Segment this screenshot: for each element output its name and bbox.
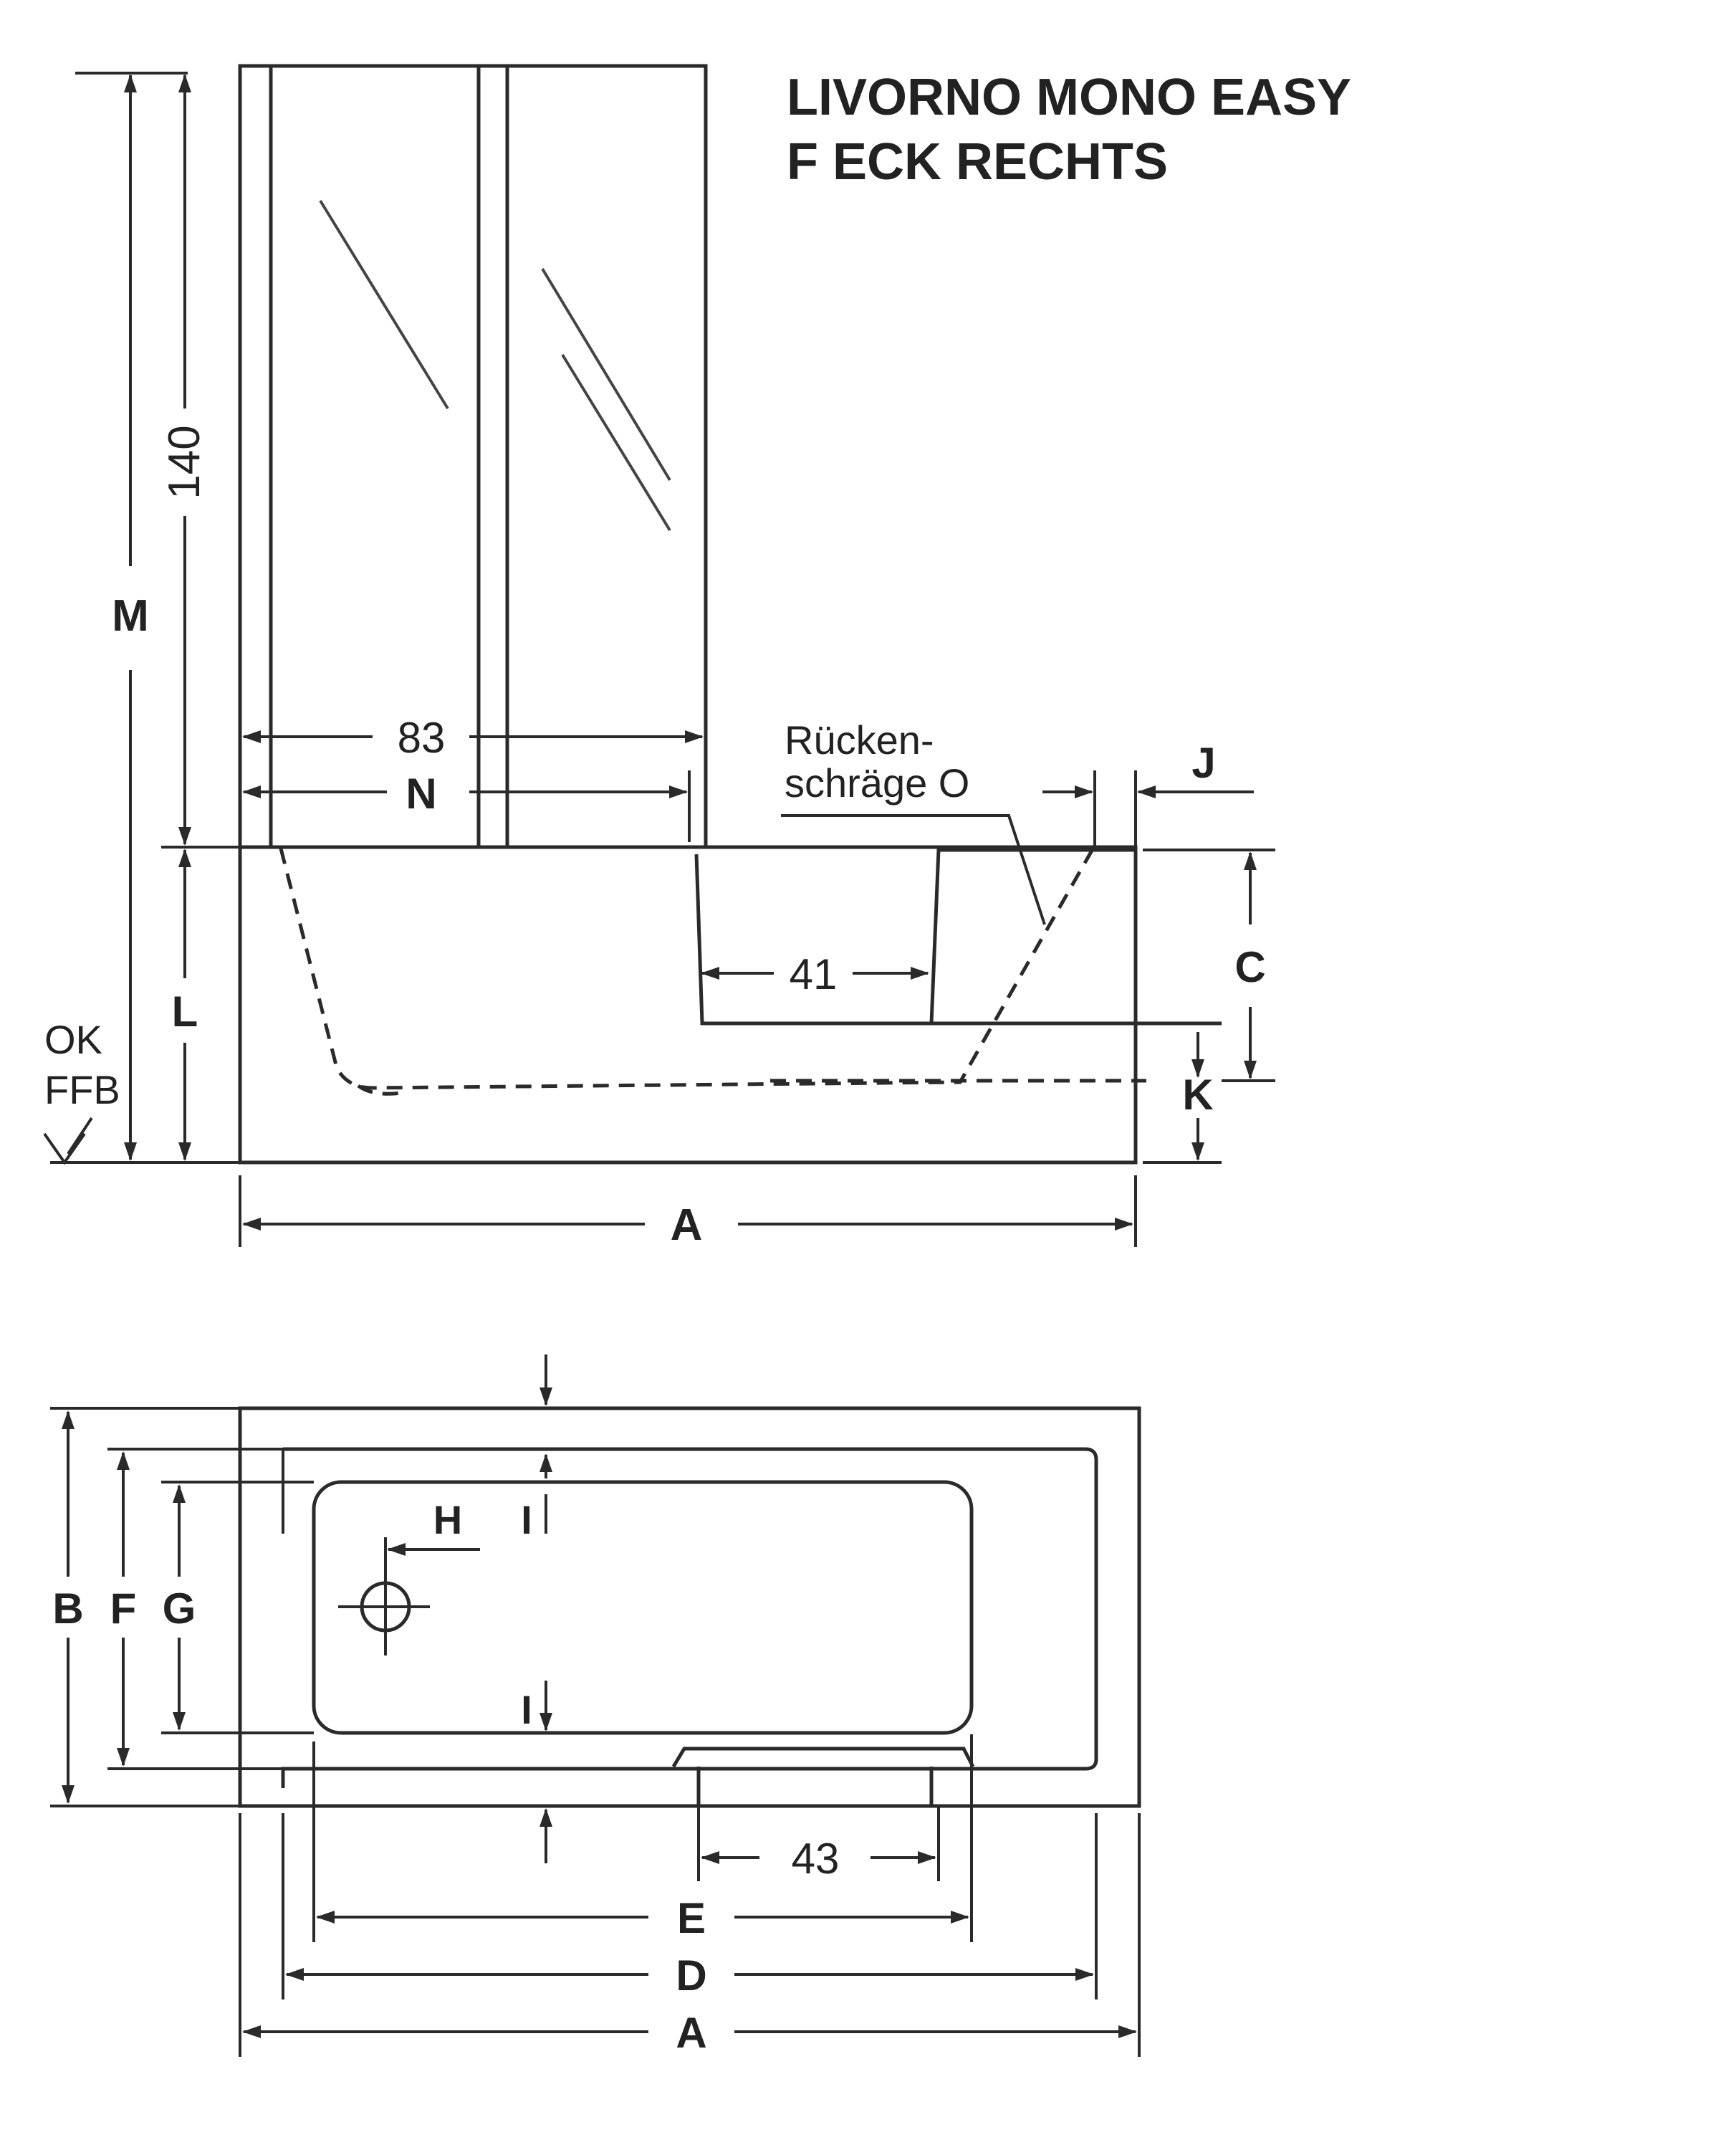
- dim-140-label: 140: [160, 425, 209, 499]
- floor-level-icon: OK FFB: [43, 1017, 120, 1165]
- dim-h: H: [384, 1497, 480, 1577]
- dim-d-label: D: [676, 1951, 706, 2000]
- dim-a-side-label: A: [671, 1200, 703, 1250]
- dim-c-label: C: [1234, 943, 1265, 991]
- dim-backrest-o: Rücken- schräge O: [781, 717, 1046, 925]
- dim-f: F: [107, 1448, 283, 1770]
- dim-i-bottom: I: [521, 1681, 552, 1863]
- dim-41: 41: [701, 950, 929, 998]
- dim-h-label: H: [433, 1497, 462, 1542]
- dim-j-label: J: [1191, 739, 1215, 787]
- side-view: M 140 L OK FFB 83: [43, 64, 1275, 1250]
- dim-m-label: M: [112, 591, 149, 641]
- dim-e-label: E: [677, 1894, 706, 1942]
- dim-n: N: [242, 770, 691, 842]
- dim-83: 83: [242, 714, 704, 762]
- dim-i-top: I: [521, 1354, 552, 1542]
- dim-140: 140: [160, 74, 240, 849]
- dim-a-top-label: A: [676, 2009, 706, 2057]
- dim-e: E: [312, 1734, 973, 1942]
- dim-g-label: G: [163, 1585, 196, 1633]
- dim-m: M: [50, 72, 240, 1164]
- shower-screen: [238, 64, 708, 849]
- dim-83-label: 83: [398, 714, 446, 762]
- backrest-label-1: Rücken-: [785, 717, 934, 763]
- entry-step: [671, 1747, 975, 1806]
- dim-l: L: [172, 849, 198, 1161]
- floor-label-1: OK: [44, 1017, 102, 1062]
- tub-side: [238, 845, 1222, 1165]
- dim-43: 43: [697, 1806, 940, 1883]
- dim-n-label: N: [406, 770, 436, 818]
- dim-43-label: 43: [792, 1835, 840, 1883]
- title-line-2: F ECK RECHTS: [787, 133, 1168, 191]
- dim-k: K: [1143, 1032, 1222, 1164]
- dim-a-side: A: [239, 1175, 1137, 1250]
- floor-label-2: FFB: [44, 1067, 120, 1112]
- dim-b: B: [50, 1407, 240, 1807]
- dim-k-label: K: [1182, 1071, 1213, 1119]
- tub-outer-rim: [238, 1406, 1141, 1808]
- top-view: B F G H I: [50, 1354, 1141, 2057]
- title-block: LIVORNO MONO EASY F ECK RECHTS: [787, 69, 1351, 191]
- dim-b-label: B: [52, 1585, 83, 1633]
- dim-d: D: [282, 1813, 1098, 2000]
- dim-a-top: A: [239, 1813, 1141, 2057]
- title-line-1: LIVORNO MONO EASY: [787, 69, 1351, 126]
- tub-inner-rim: [281, 1447, 1098, 1788]
- tub-basin: [312, 1480, 974, 1735]
- dim-j: J: [1042, 739, 1254, 846]
- dim-l-label: L: [172, 988, 198, 1036]
- dim-i-bottom-label: I: [521, 1687, 532, 1732]
- dim-41-label: 41: [790, 950, 838, 998]
- dim-f-label: F: [110, 1585, 137, 1633]
- dim-i-top-label: I: [521, 1497, 532, 1542]
- dim-c: C: [1143, 849, 1275, 1082]
- backrest-label-2: schräge O: [785, 760, 969, 806]
- drain-icon: [338, 1562, 430, 1656]
- dim-g: G: [161, 1481, 314, 1734]
